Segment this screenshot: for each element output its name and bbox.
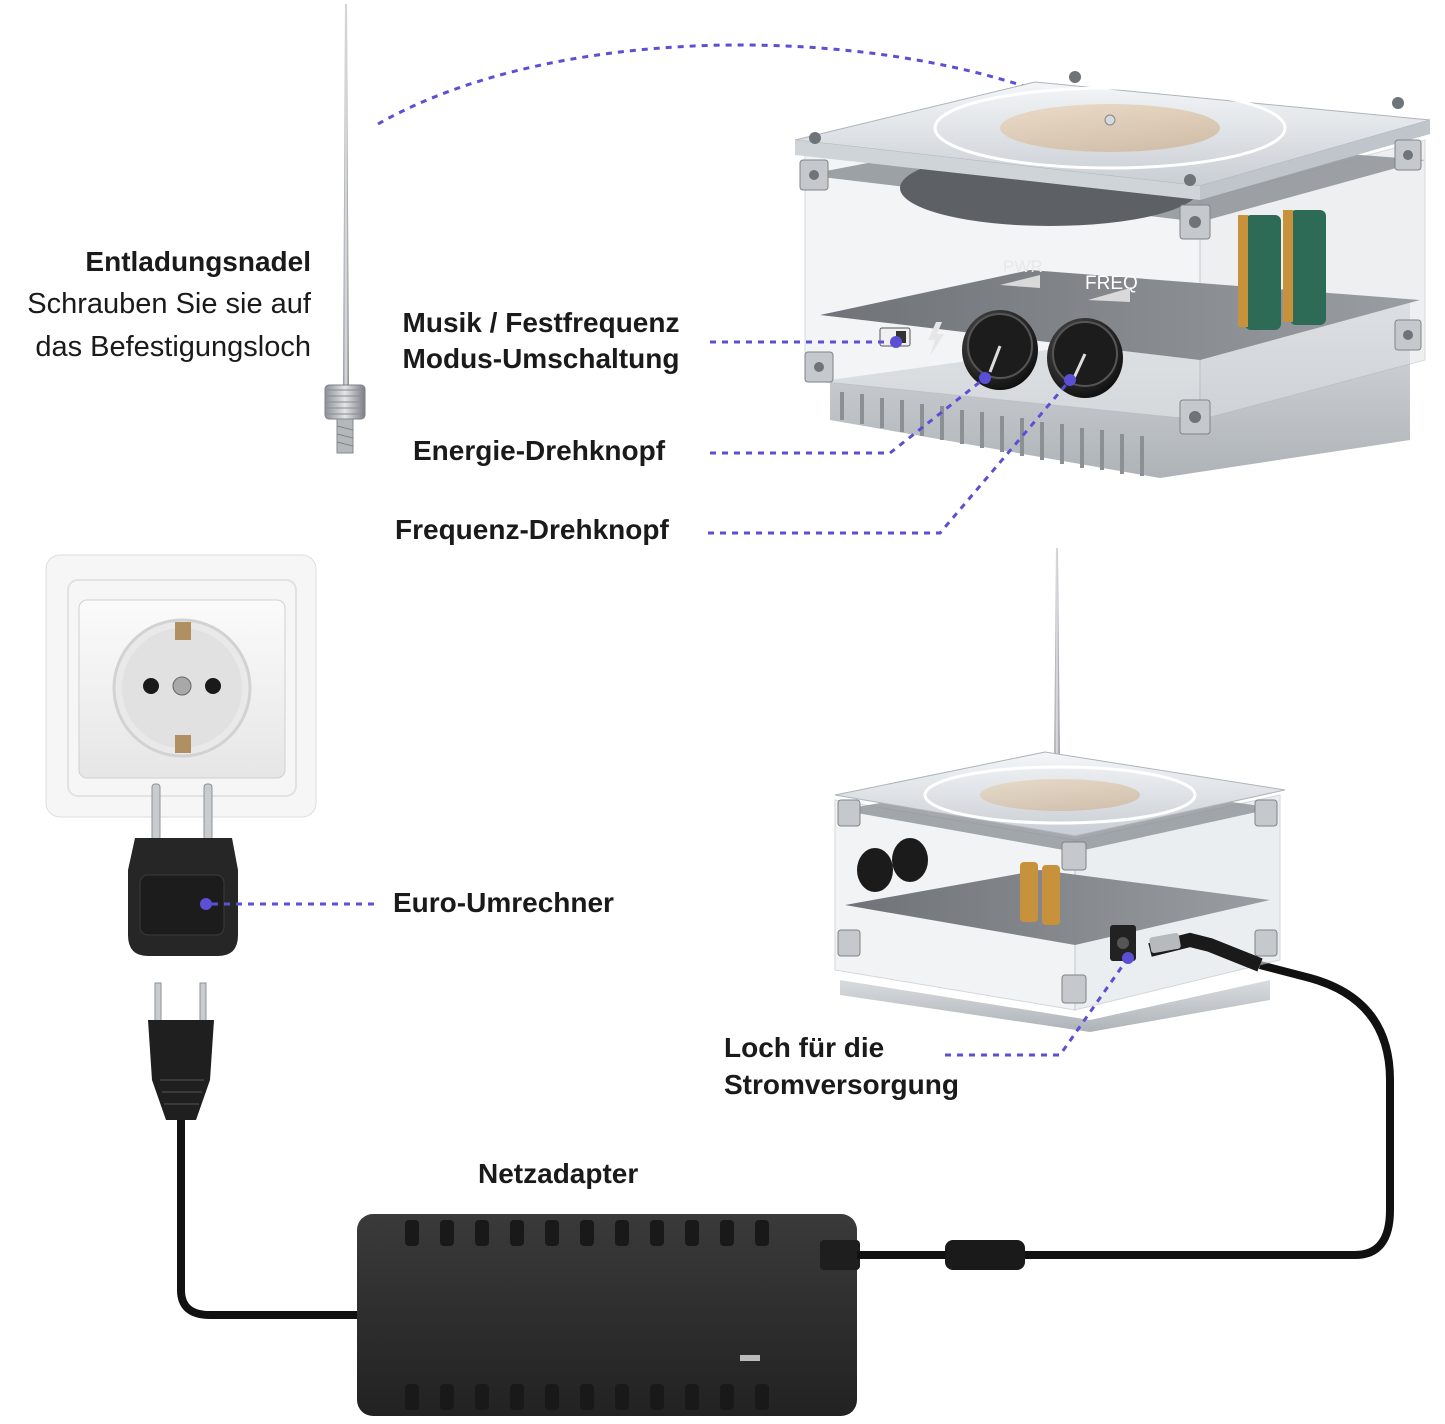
power-hole-leader-line [945, 957, 1130, 1057]
wall-socket-image [45, 554, 317, 818]
discharge-needle-image [324, 4, 366, 454]
frequency-knob-image [1047, 318, 1123, 398]
power-cable-input [177, 1120, 362, 1319]
discharge-needle-title: Entladungsnadel [85, 246, 311, 277]
ferrite-bead [945, 1240, 1025, 1270]
power-hole-label-line2: Stromversorgung [724, 1069, 959, 1100]
power-knob-image [962, 310, 1038, 390]
mode-switch-label-line2: Modus-Umschaltung [402, 343, 680, 374]
discharge-needle-instruction-line2: das Befestigungsloch [35, 331, 311, 363]
frequency-knob-label: Frequenz-Drehknopf [395, 514, 669, 545]
leader-lines-large-device [708, 340, 1072, 535]
euro-adapter-image [128, 783, 238, 956]
power-knob-label: Energie-Drehknopf [413, 435, 666, 466]
power-plug-image [148, 982, 214, 1120]
discharge-needle-instruction-line1: Schrauben Sie sie auf [27, 288, 311, 320]
power-adapter-label: Netzadapter [478, 1158, 639, 1189]
tesla-coil-device-small [834, 548, 1286, 1032]
tesla-coil-device-large: PWR FREQ [794, 71, 1431, 478]
freq-marking: FREQ [1085, 273, 1138, 294]
power-hole-label-line1: Loch für die [724, 1032, 885, 1063]
euro-adapter-label: Euro-Umrechner [393, 887, 614, 918]
mode-switch-label-line1: Musik / Festfrequenz [402, 307, 680, 338]
pwr-marking: PWR [1003, 257, 1043, 276]
power-adapter-image [357, 1214, 860, 1416]
